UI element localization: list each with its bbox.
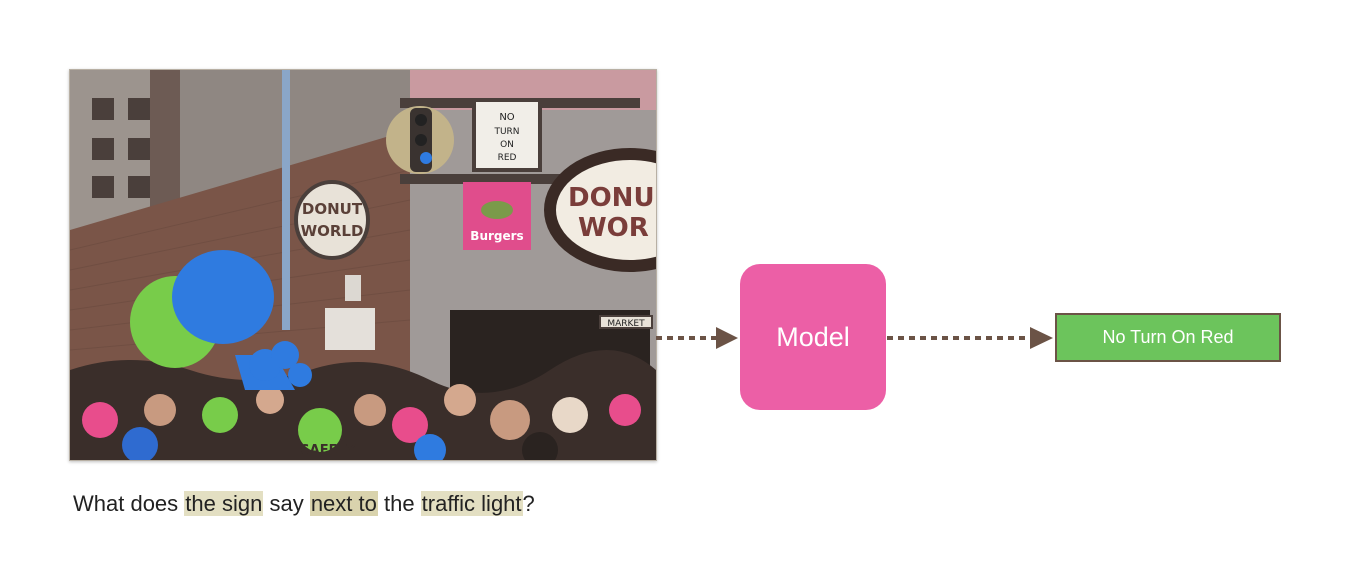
svg-text:WORLD: WORLD (301, 222, 364, 240)
arrow-model-to-answer (887, 327, 1053, 349)
sign-line-4: RED (498, 153, 517, 163)
question-prefix: What does (73, 491, 185, 516)
street-scene-image: NO TURN ON RED DONUT WORLD Burgers DONU … (70, 70, 656, 460)
svg-text:DONUT: DONUT (302, 200, 363, 218)
question-text: What does the sign say next to the traff… (73, 486, 535, 522)
donut-world-sign-left (294, 180, 370, 260)
sign-line-3: ON (500, 140, 514, 150)
highlight-traffic-light: traffic light (420, 491, 523, 516)
light-pole (282, 70, 290, 330)
model-label: Model (776, 321, 850, 352)
svg-text:WOR: WOR (578, 213, 649, 243)
svg-text:SAFETY: SAFETY (300, 443, 356, 458)
answer-label: No Turn On Red (1102, 327, 1234, 347)
donut-world-sign-right (544, 148, 656, 272)
model-box: Model (740, 264, 886, 410)
blue-balloon (172, 250, 274, 344)
highlight-the-sign: the sign (184, 491, 264, 516)
question-mid-2: the (377, 491, 421, 516)
answer-box: No Turn On Red (1055, 313, 1281, 362)
market-sign (599, 315, 653, 329)
question-mid-1: say (263, 491, 310, 516)
no-turn-on-red-sign (472, 98, 542, 172)
input-photo: NO TURN ON RED DONUT WORLD Burgers DONU … (69, 69, 657, 461)
sign-line-1: NO (499, 112, 514, 123)
svg-text:Burgers: Burgers (470, 229, 523, 243)
highlight-next-to: next to (309, 491, 378, 516)
svg-text:DONU: DONU (568, 183, 655, 213)
sign-line-2: TURN (493, 127, 519, 137)
arrow-photo-to-model (656, 327, 738, 349)
question-suffix: ? (522, 491, 535, 516)
svg-text:MARKET: MARKET (607, 319, 645, 329)
